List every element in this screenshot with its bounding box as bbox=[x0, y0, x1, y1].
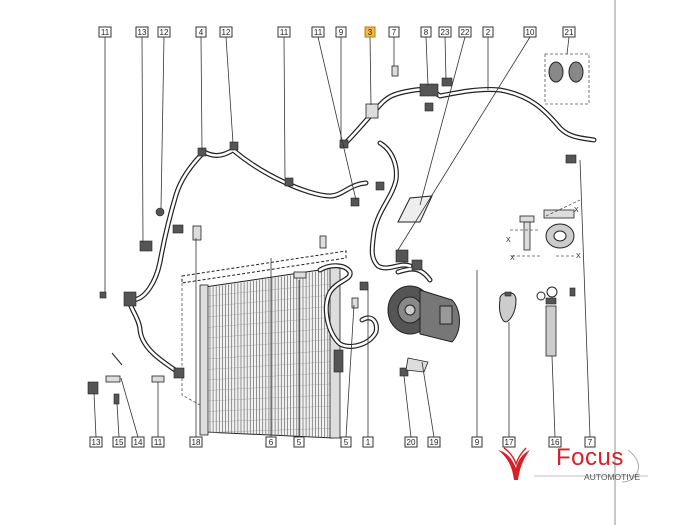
callout-7: 7 bbox=[388, 26, 400, 38]
leader-lines bbox=[93, 36, 591, 438]
leader-line bbox=[317, 36, 357, 201]
callout-number: 3 bbox=[368, 28, 373, 37]
callout-number: 11 bbox=[154, 438, 163, 447]
callout-1: 1 bbox=[362, 436, 374, 448]
callout-number: 14 bbox=[134, 438, 143, 447]
callout-number: 7 bbox=[588, 438, 593, 447]
callout-3: 3 bbox=[364, 26, 376, 38]
leader-line bbox=[93, 392, 97, 438]
callout-number: 17 bbox=[505, 438, 514, 447]
leader-line bbox=[141, 36, 144, 244]
callout-10: 10 bbox=[523, 26, 537, 38]
callout-number: 12 bbox=[222, 28, 231, 37]
callout-14: 14 bbox=[131, 436, 145, 448]
callout-number: 20 bbox=[407, 438, 416, 447]
callout-11: 11 bbox=[98, 26, 112, 38]
callout-19: 19 bbox=[427, 436, 441, 448]
callout-7: 7 bbox=[584, 436, 596, 448]
callout-18: 18 bbox=[189, 436, 203, 448]
callout-22: 22 bbox=[458, 26, 472, 38]
callout-number: 22 bbox=[461, 28, 470, 37]
callout-12: 12 bbox=[219, 26, 233, 38]
dimension-mark: X bbox=[506, 237, 511, 244]
leader-line bbox=[160, 36, 165, 209]
callout-number: 5 bbox=[344, 438, 349, 447]
page-border-line bbox=[614, 0, 616, 525]
callout-13: 13 bbox=[89, 436, 103, 448]
callout-11: 11 bbox=[151, 436, 165, 448]
leader-line bbox=[397, 36, 531, 251]
callout-20: 20 bbox=[404, 436, 418, 448]
callout-number: 12 bbox=[160, 28, 169, 37]
leader-line bbox=[419, 36, 466, 206]
callout-5: 5 bbox=[293, 436, 305, 448]
dimension-mark: X bbox=[510, 255, 515, 262]
callout-number: 16 bbox=[551, 438, 560, 447]
condenser bbox=[181, 250, 347, 439]
callout-number: 18 bbox=[192, 438, 201, 447]
logo-word: Focus bbox=[556, 444, 624, 471]
callout-number: 8 bbox=[424, 28, 429, 37]
callout-number: 19 bbox=[430, 438, 439, 447]
leader-line bbox=[444, 36, 447, 81]
callout-17: 17 bbox=[502, 436, 516, 448]
callout-11: 11 bbox=[277, 26, 291, 38]
callout-number: 11 bbox=[314, 28, 323, 37]
dimension-mark: X bbox=[576, 253, 581, 260]
callout-21: 21 bbox=[562, 26, 576, 38]
leader-line bbox=[225, 36, 234, 144]
leader-line bbox=[116, 403, 120, 438]
callout-number: 11 bbox=[101, 28, 110, 37]
callout-23: 23 bbox=[438, 26, 452, 38]
leader-line bbox=[120, 377, 139, 438]
callout-number: 9 bbox=[475, 438, 480, 447]
ac-compressor bbox=[387, 285, 460, 343]
callout-number: 5 bbox=[297, 438, 302, 447]
callout-13: 13 bbox=[135, 26, 149, 38]
callout-5: 5 bbox=[340, 436, 352, 448]
leader-line bbox=[345, 304, 355, 438]
callout-number: 7 bbox=[392, 28, 397, 37]
callout-number: 23 bbox=[441, 28, 450, 37]
callout-number: 13 bbox=[138, 28, 147, 37]
leader-line bbox=[403, 375, 412, 438]
leader-line bbox=[566, 36, 570, 55]
callout-number: 10 bbox=[526, 28, 535, 37]
callout-number: 13 bbox=[92, 438, 101, 447]
callout-9: 9 bbox=[471, 436, 483, 448]
callout-number: 4 bbox=[199, 28, 204, 37]
leader-line bbox=[425, 36, 429, 87]
callout-16: 16 bbox=[548, 436, 562, 448]
callout-number: 9 bbox=[339, 28, 344, 37]
callout-12: 12 bbox=[157, 26, 171, 38]
callout-8: 8 bbox=[420, 26, 432, 38]
leader-line bbox=[579, 159, 591, 438]
logo-subtitle: AUTOMOTIVE bbox=[584, 472, 641, 482]
callout-number: 1 bbox=[366, 438, 371, 447]
leader-line bbox=[421, 361, 435, 438]
callout-number: 21 bbox=[565, 28, 574, 37]
leader-line bbox=[551, 355, 556, 438]
callout-6: 6 bbox=[265, 436, 277, 448]
callout-4: 4 bbox=[195, 26, 207, 38]
callout-number: 11 bbox=[280, 28, 289, 37]
callout-number: 6 bbox=[269, 438, 274, 447]
focus-automotive-logo bbox=[498, 447, 648, 483]
callout-number: 2 bbox=[486, 28, 491, 37]
leader-line bbox=[283, 36, 286, 179]
callout-11: 11 bbox=[311, 26, 325, 38]
dimension-marks: X X X X bbox=[506, 207, 581, 262]
leader-line bbox=[369, 36, 372, 106]
small-parts bbox=[87, 53, 590, 405]
callout-number: 15 bbox=[115, 438, 124, 447]
leader-line bbox=[200, 36, 203, 151]
dimension-mark: X bbox=[574, 207, 579, 214]
callout-15: 15 bbox=[112, 436, 126, 448]
callout-2: 2 bbox=[482, 26, 494, 38]
callout-9: 9 bbox=[335, 26, 347, 38]
